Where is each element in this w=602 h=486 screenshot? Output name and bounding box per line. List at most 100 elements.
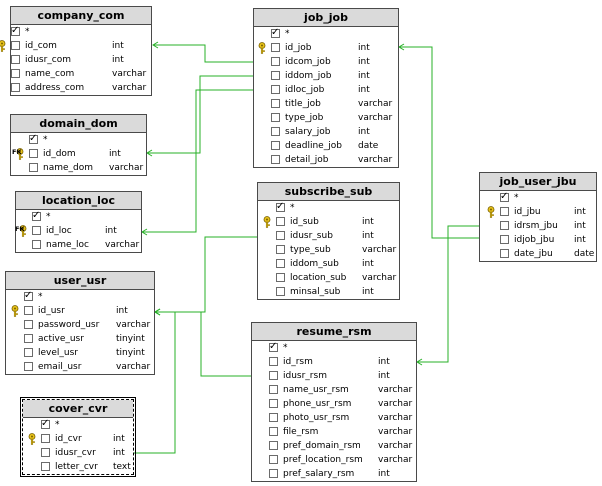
all-columns-row[interactable]: * bbox=[258, 200, 399, 215]
column-checkbox[interactable] bbox=[271, 155, 280, 164]
column-checkbox[interactable] bbox=[271, 99, 280, 108]
column-checkbox[interactable] bbox=[269, 385, 278, 394]
table-title[interactable]: resume_rsm bbox=[252, 323, 416, 341]
column-checkbox[interactable] bbox=[41, 462, 50, 471]
column-checkbox[interactable] bbox=[276, 259, 285, 268]
column-checkbox[interactable] bbox=[29, 149, 38, 158]
column-checkbox[interactable] bbox=[11, 83, 20, 92]
table-cover-cvr[interactable]: cover_cvr*id_cvrintidusr_cvrintletter_cv… bbox=[20, 397, 136, 477]
column-checkbox[interactable] bbox=[11, 55, 20, 64]
column-checkbox[interactable] bbox=[11, 69, 20, 78]
column-checkbox[interactable] bbox=[269, 413, 278, 422]
column-checkbox[interactable] bbox=[269, 371, 278, 380]
column-checkbox[interactable] bbox=[11, 41, 20, 50]
table-user-usr[interactable]: user_usr*id_usrintpassword_usrvarcharact… bbox=[5, 271, 155, 375]
all-columns-row[interactable]: * bbox=[11, 24, 151, 39]
column-checkbox[interactable] bbox=[271, 57, 280, 66]
column-checkbox[interactable] bbox=[500, 235, 509, 244]
table-title[interactable]: user_usr bbox=[6, 272, 154, 290]
all-columns-row[interactable]: * bbox=[16, 209, 141, 224]
column-checkbox[interactable] bbox=[269, 357, 278, 366]
column-checkbox[interactable] bbox=[500, 249, 509, 258]
column-checkbox[interactable] bbox=[500, 221, 509, 230]
table-title[interactable]: domain_dom bbox=[11, 115, 146, 133]
column-checkbox[interactable] bbox=[271, 113, 280, 122]
column-checkbox[interactable] bbox=[500, 207, 509, 216]
all-columns-checkbox[interactable] bbox=[29, 132, 38, 146]
all-columns-checkbox[interactable] bbox=[24, 289, 33, 303]
all-columns-checkbox[interactable] bbox=[11, 24, 20, 38]
column-checkbox[interactable] bbox=[269, 441, 278, 450]
table-title[interactable]: cover_cvr bbox=[23, 400, 133, 418]
column-checkbox[interactable] bbox=[276, 231, 285, 240]
all-columns-checkbox[interactable] bbox=[500, 190, 509, 204]
column-checkbox[interactable] bbox=[269, 427, 278, 436]
column-checkbox[interactable] bbox=[271, 43, 280, 52]
column-checkbox[interactable] bbox=[32, 226, 41, 235]
column-checkbox[interactable] bbox=[271, 141, 280, 150]
all-columns-checkbox[interactable] bbox=[271, 26, 280, 40]
column-checkbox[interactable] bbox=[24, 320, 33, 329]
link-job-location[interactable] bbox=[142, 89, 253, 233]
table-title[interactable]: subscribe_sub bbox=[258, 183, 399, 201]
column-checkbox[interactable] bbox=[269, 399, 278, 408]
column-checkbox[interactable] bbox=[276, 217, 285, 226]
table-title[interactable]: job_job bbox=[254, 9, 398, 27]
link-job-company[interactable] bbox=[153, 44, 253, 63]
column-checkbox[interactable] bbox=[276, 245, 285, 254]
column-checkbox[interactable] bbox=[271, 85, 280, 94]
column-checkbox[interactable] bbox=[24, 348, 33, 357]
column-checkbox[interactable] bbox=[276, 287, 285, 296]
table-title[interactable]: job_user_jbu bbox=[480, 173, 596, 191]
link-jbu-rsm[interactable] bbox=[417, 225, 479, 363]
column-checkbox[interactable] bbox=[24, 334, 33, 343]
all-columns-checkbox[interactable] bbox=[32, 209, 41, 223]
column-checkbox[interactable] bbox=[41, 448, 50, 457]
column-checkbox[interactable] bbox=[24, 306, 33, 315]
column-checkbox[interactable] bbox=[269, 455, 278, 464]
all-columns-checkbox[interactable] bbox=[269, 340, 278, 354]
table-title[interactable]: location_loc bbox=[16, 192, 141, 210]
link-sub-user[interactable] bbox=[155, 236, 257, 313]
all-columns-checkbox[interactable] bbox=[276, 200, 285, 214]
table-job-job[interactable]: job_job*id_jobintidcom_jobintiddom_jobin… bbox=[253, 8, 399, 168]
